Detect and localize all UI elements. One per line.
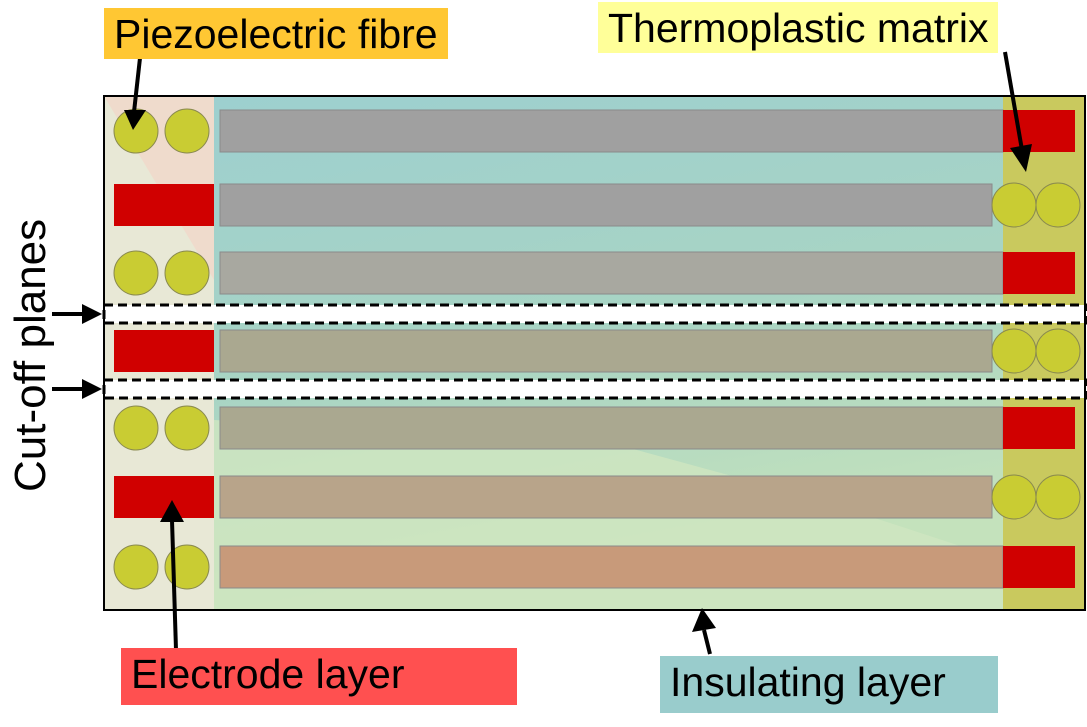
fibre-circle <box>1035 474 1081 520</box>
cutoff-arrow-bottom-head <box>82 379 102 399</box>
insulating-label: Insulating layer <box>660 656 998 713</box>
electrode-label: Electrode layer <box>121 648 517 705</box>
fibre-circle <box>1035 328 1081 374</box>
electrode-block <box>114 476 214 518</box>
matrix-strip <box>219 329 993 373</box>
cutoff-arrow-top-head <box>82 304 102 324</box>
fibre-circle <box>164 544 210 590</box>
fibre-circle <box>991 328 1037 374</box>
piezo-label: Piezoelectric fibre <box>104 8 448 59</box>
piezo-arrow-head <box>124 110 146 130</box>
matrix-strip <box>219 406 1004 450</box>
electrode-arrow-head <box>160 500 184 522</box>
thermo-label: Thermoplastic matrix <box>598 2 999 53</box>
thermo-arrow-head <box>1010 144 1032 172</box>
cutoff-plane <box>102 303 1087 325</box>
fibre-circle <box>991 474 1037 520</box>
piezo-arrow <box>132 57 142 113</box>
electrode-arrow <box>170 519 178 651</box>
pointer-arrows <box>52 51 1032 655</box>
electrode-block <box>1003 546 1075 588</box>
matrix-strip <box>219 545 1004 589</box>
insulating-arrow <box>702 629 712 655</box>
fibre-circle <box>1035 182 1081 228</box>
diagram-border <box>103 95 1086 611</box>
insulating-arrow-head <box>692 608 716 632</box>
cutoff-planes-label: Cut-off planes <box>6 218 55 492</box>
fibre-circle <box>164 108 210 154</box>
matrix-strip <box>219 475 993 519</box>
fibre-circle <box>113 544 159 590</box>
fibre-circle <box>113 250 159 296</box>
electrode-block <box>114 330 214 372</box>
matrix-strip <box>219 109 1004 153</box>
electrode-block <box>1003 252 1075 294</box>
electrode-block <box>1003 407 1075 449</box>
electrode-block <box>114 184 214 226</box>
fibre-circle <box>113 405 159 451</box>
cutoff-plane <box>102 378 1087 400</box>
thermo-arrow <box>1003 51 1024 151</box>
fibre-circle <box>164 250 210 296</box>
fibre-circle <box>991 182 1037 228</box>
layer-rows <box>113 108 1081 590</box>
fibre-circle <box>164 405 210 451</box>
matrix-strip <box>219 251 1004 295</box>
electrode-block <box>1003 110 1075 152</box>
matrix-strip <box>219 183 993 227</box>
